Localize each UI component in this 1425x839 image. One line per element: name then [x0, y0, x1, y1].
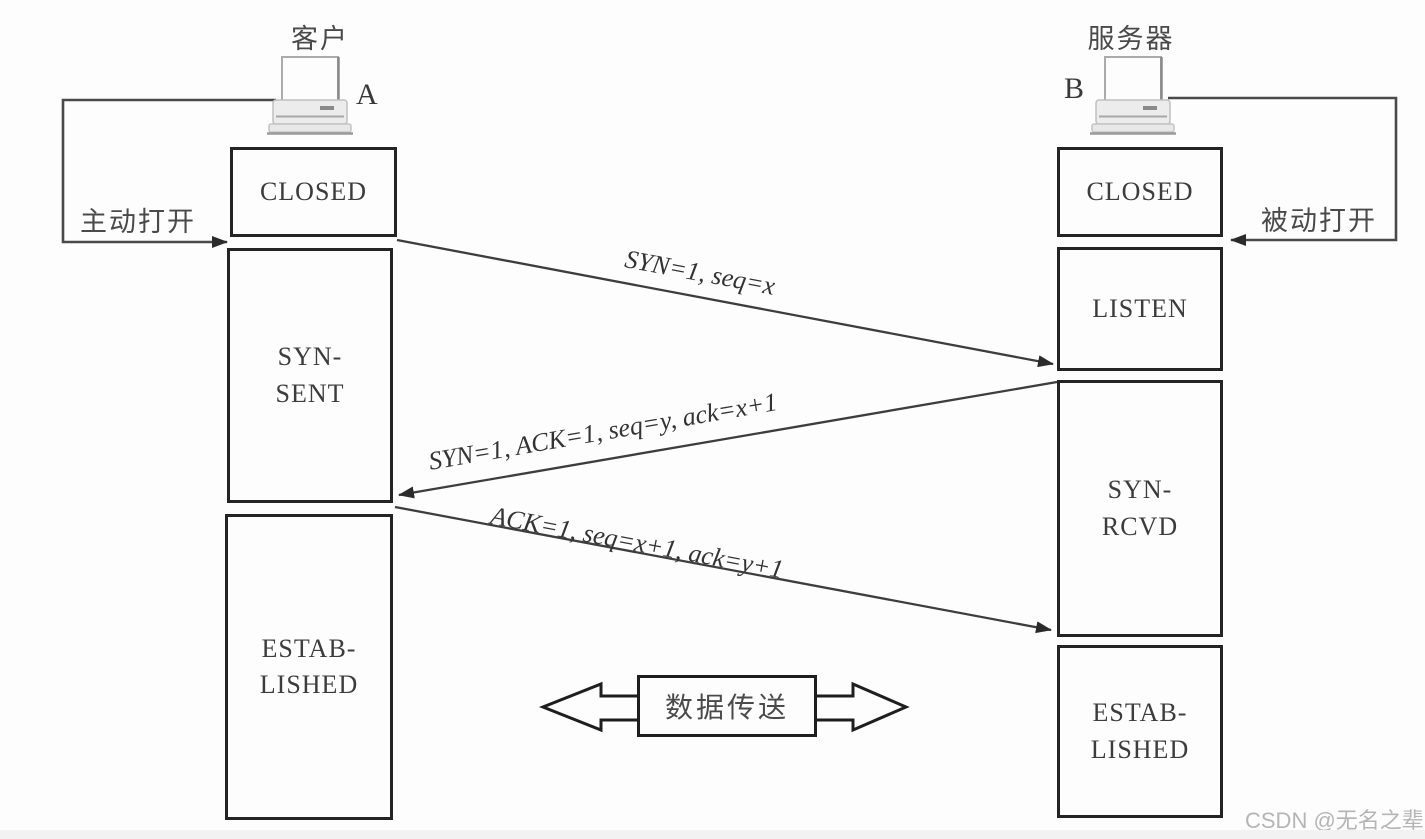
- syn-ack-arrow: [398, 380, 1058, 499]
- server-title: 服务器: [1087, 24, 1175, 54]
- server-state-closed: CLOSED: [1057, 147, 1223, 237]
- server-state-syn-rcvd: SYN- RCVD: [1057, 380, 1223, 637]
- data-transfer-left-arrow: [538, 681, 647, 733]
- watermark-text: CSDN @无名之辈_: [1245, 808, 1425, 833]
- server-passive-open-label: 被动打开: [1261, 206, 1377, 236]
- data-transfer-label: 数据传送: [664, 693, 789, 724]
- data-transfer-box: 数据传送: [637, 675, 817, 737]
- client-state-established: ESTAB- LISHED: [225, 514, 393, 820]
- server-computer-icon: [1090, 56, 1176, 135]
- client-state-syn-sent: SYN- SENT: [227, 248, 393, 503]
- client-open-connector-line: [61, 98, 276, 248]
- client-computer-icon: [267, 56, 353, 135]
- client-state-closed-label: CLOSED: [259, 176, 368, 206]
- server-state-established-line2: LISHED: [1090, 734, 1190, 764]
- client-title: 客户: [291, 24, 349, 54]
- server-state-syn-rcvd-line2: RCVD: [1101, 511, 1179, 541]
- client-host-letter: A: [356, 78, 378, 111]
- server-state-listen: LISTEN: [1057, 247, 1223, 371]
- bottom-edge-strip: [0, 830, 1425, 839]
- client-state-established-line2: LISHED: [259, 670, 359, 699]
- server-state-established: ESTAB- LISHED: [1057, 645, 1223, 818]
- server-open-connector-line: [1168, 96, 1398, 246]
- syn-arrow: [396, 238, 1054, 368]
- server-state-established-line1: ESTAB-: [1092, 698, 1188, 728]
- server-state-syn-rcvd-line1: SYN-: [1107, 475, 1173, 505]
- server-host-letter: B: [1064, 72, 1085, 105]
- client-state-syn-sent-line2: SENT: [275, 378, 345, 408]
- client-state-closed: CLOSED: [230, 147, 397, 237]
- server-state-listen-label: LISTEN: [1092, 293, 1188, 323]
- data-transfer-right-arrow: [808, 681, 910, 733]
- client-state-established-line1: ESTAB-: [261, 633, 357, 663]
- ack-arrow: [394, 505, 1052, 634]
- server-state-closed-label: CLOSED: [1086, 176, 1194, 206]
- client-state-syn-sent-line1: SYN-: [277, 342, 343, 372]
- client-active-open-label: 主动打开: [80, 207, 196, 237]
